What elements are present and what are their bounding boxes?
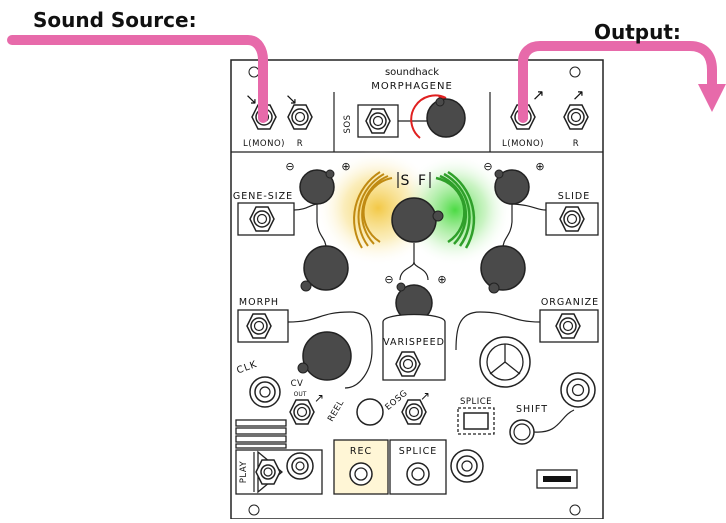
gene-size-knob[interactable]: [299, 169, 335, 205]
mounting-hole-br: [569, 504, 581, 516]
morph-cv-jack[interactable]: [246, 313, 272, 339]
slide-label: SLIDE: [558, 191, 590, 202]
cv-out-arrow: ↗: [314, 391, 324, 405]
sos-knob-arrow: [410, 94, 447, 139]
output-right-label: R: [573, 139, 579, 149]
module-name: MORPHAGENE: [371, 81, 453, 92]
output-cable-arrow: [698, 84, 726, 112]
vari-minus: ⊖: [384, 273, 393, 286]
eosg-arrow: ↗: [420, 389, 430, 403]
output-left-label: L(MONO): [502, 139, 544, 149]
vari-plus: ⊕: [437, 273, 446, 286]
right-led-arcs: [435, 170, 476, 249]
sos-label: SOS: [343, 115, 353, 134]
s-label: S: [401, 173, 410, 189]
out-arrow-r: ↗: [572, 86, 585, 104]
slide-cv-jack[interactable]: [559, 206, 585, 232]
slide-atten-knob[interactable]: [480, 245, 526, 294]
input-jack-right[interactable]: [287, 104, 313, 130]
output-cable: [518, 41, 717, 123]
mounting-hole-tr: [569, 66, 581, 78]
splice-top-label: SPLICE: [460, 397, 492, 407]
play-jack[interactable]: [255, 459, 281, 485]
play-label: PLAY: [239, 460, 249, 483]
organize-label: ORGANIZE: [541, 297, 599, 308]
clk-jack[interactable]: [249, 376, 281, 408]
in-arrow-l: ↘: [245, 90, 258, 108]
in-arrow-r: ↘: [285, 90, 298, 108]
splice-jack[interactable]: [450, 449, 484, 483]
reel-led: [356, 398, 384, 426]
mounting-hole-bl: [248, 504, 260, 516]
rec-button[interactable]: [349, 462, 373, 486]
sound-source-label: Sound Source:: [33, 8, 197, 32]
cv-out-jack[interactable]: [289, 399, 315, 425]
slide-plus: ⊕: [535, 160, 544, 173]
splice-label: SPLICE: [399, 446, 438, 457]
f-label: F: [418, 173, 426, 189]
out-arrow-l: ↗: [532, 86, 545, 104]
slide-knob[interactable]: [494, 169, 530, 205]
sos-cv-jack[interactable]: [365, 108, 391, 134]
left-led-arcs: [353, 171, 393, 249]
morph-knob[interactable]: [297, 331, 352, 381]
input-cable: [7, 35, 268, 123]
shift-label: SHIFT: [516, 404, 548, 415]
output-jack-right[interactable]: [563, 104, 589, 130]
brand-label: soundhack: [385, 67, 439, 78]
rec-label: REC: [350, 446, 372, 457]
input-right-label: R: [297, 139, 303, 149]
gene-size-plus: ⊕: [341, 160, 350, 173]
cv-out-label: CV: [291, 379, 304, 389]
play-gate-jack[interactable]: [286, 452, 314, 480]
morph-label: MORPH: [239, 297, 279, 308]
mix-knob[interactable]: [391, 197, 444, 243]
status-stripes: [235, 419, 287, 449]
gene-size-cv-jack[interactable]: [249, 206, 275, 232]
varispeed-cv-jack[interactable]: [395, 351, 421, 377]
organize-cv-jack[interactable]: [555, 313, 581, 339]
splice-button[interactable]: [406, 462, 430, 486]
eosg-jack[interactable]: [401, 399, 427, 425]
sos-knob[interactable]: [426, 97, 466, 138]
gene-size-atten-knob[interactable]: [300, 245, 349, 292]
shift-button[interactable]: [509, 419, 535, 445]
organize-knob[interactable]: [479, 336, 531, 388]
input-left-label: L(MONO): [243, 139, 285, 149]
cv-out-sublabel: OUT: [294, 391, 307, 398]
output-label: Output:: [594, 20, 681, 44]
sd-card-slot[interactable]: [536, 469, 578, 489]
slide-minus: ⊖: [483, 160, 492, 173]
shift-jack[interactable]: [560, 372, 596, 408]
varispeed-label: VARISPEED: [383, 337, 445, 348]
gene-size-label: GENE-SIZE: [233, 191, 293, 202]
gene-size-minus: ⊖: [285, 160, 294, 173]
